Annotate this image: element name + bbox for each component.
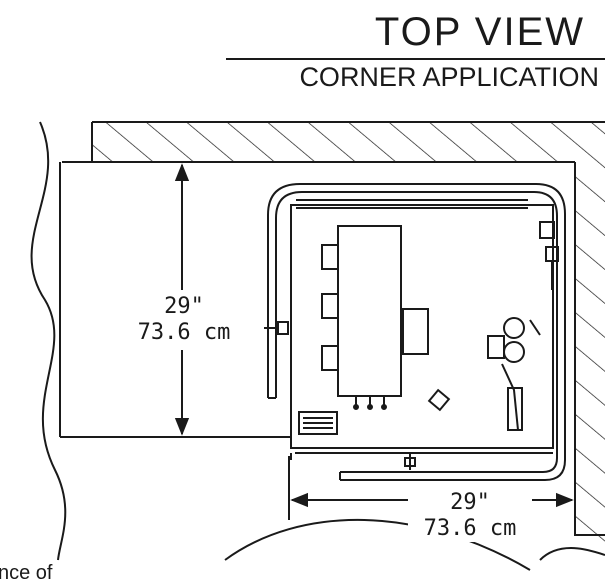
back-wall (91, 121, 605, 162)
left-counter-break (30, 121, 67, 561)
drip-tray (298, 411, 338, 435)
tubing-loop (267, 183, 566, 481)
footnote-text: nce of (0, 562, 53, 584)
width-dimension (288, 456, 576, 520)
side-fittings (539, 221, 559, 290)
center-tower (321, 225, 429, 410)
depth-dimension-label: 29" 73.6 cm (128, 294, 240, 346)
title-underline (226, 58, 605, 60)
drawing-subtitle: CORNER APPLICATION (299, 62, 599, 92)
width-cm: 73.6 cm (423, 516, 517, 541)
left-fitting (264, 321, 289, 335)
depth-inches: 29" (164, 294, 204, 319)
dispenser-unit (290, 204, 554, 460)
depth-cm: 73.6 cm (137, 320, 231, 345)
width-dimension-label: 29" 73.6 cm (408, 490, 532, 542)
valve-assembly (427, 317, 541, 431)
drawing-title: TOP VIEW (374, 10, 585, 54)
side-wall (574, 162, 605, 542)
counter-outline (59, 161, 575, 438)
drain-fitting (404, 454, 416, 470)
width-inches: 29" (450, 490, 490, 515)
front-counter-break (224, 518, 605, 571)
